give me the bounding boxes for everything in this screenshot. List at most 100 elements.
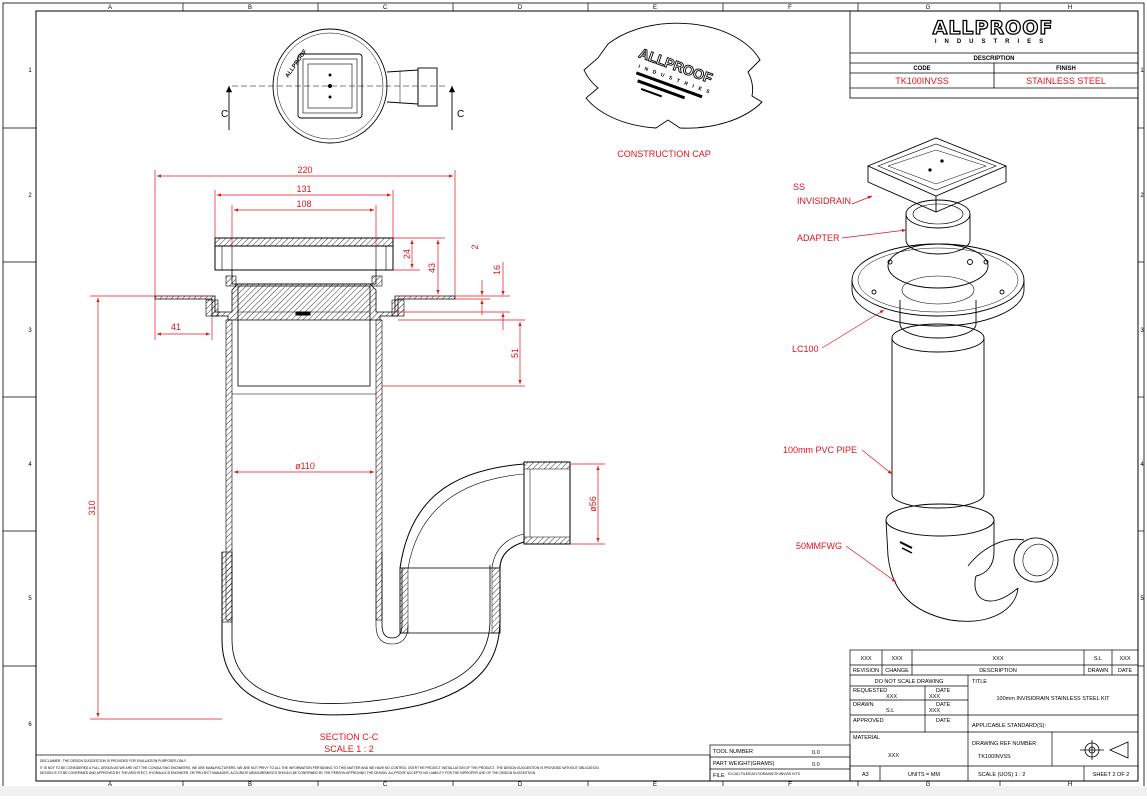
col-label: F — [788, 782, 792, 788]
col-label: A — [108, 5, 112, 11]
callout-ss: SS — [793, 182, 805, 192]
adapter-ring — [905, 199, 971, 255]
dim-108: 108 — [296, 199, 311, 209]
part-weight-label: PART WEIGHT(GRAMS) — [713, 761, 775, 767]
drawn-value: S.L — [1094, 656, 1102, 662]
do-not-scale: DO NOT SCALE DRAWING — [875, 679, 944, 685]
part-weight-value: 0.0 — [812, 762, 820, 768]
row-label: 3 — [1140, 328, 1144, 334]
col-label: C — [383, 5, 388, 11]
approved-date-label: DATE — [936, 718, 951, 724]
finish-value: STAINLESS STEEL — [1026, 76, 1106, 86]
row-label: 2 — [1140, 193, 1144, 199]
dim-110: ø110 — [295, 461, 315, 471]
description-header: DESCRIPTION — [979, 668, 1017, 674]
material-value: XXX — [888, 753, 899, 759]
fwg-trap — [885, 503, 1059, 622]
section-scale: SCALE 1 : 2 — [324, 744, 374, 754]
section-view — [154, 237, 571, 716]
title-block-top — [849, 10, 1139, 99]
rev-value: XXX — [860, 656, 871, 662]
construction-cap-label: CONSTRUCTION CAP — [617, 149, 711, 159]
disclaimer: DISCLAIMER : THE DESIGN SUGGESTION IS PR… — [40, 759, 599, 775]
footer-strip — [0, 786, 1147, 796]
title-label: TITLE — [972, 679, 987, 685]
scale: SCALE (UOS) 1 : 2 — [978, 772, 1025, 778]
dim-56: ø56 — [588, 496, 598, 512]
tool-number-label: TOOL NUMBER — [713, 749, 753, 755]
drawn-value-main: S.L — [886, 708, 894, 714]
file-label: FILE — [713, 773, 725, 779]
requested-date: XXX — [929, 694, 940, 700]
dim-43: 43 — [427, 263, 437, 273]
row-label: 5 — [1140, 596, 1144, 602]
callout-leaders — [821, 195, 907, 583]
drawing-ref-value: TK100INVSS — [978, 754, 1011, 760]
dim-24: 24 — [402, 249, 412, 259]
description-label: DESCRIPTION — [973, 56, 1014, 62]
requested-value: XXX — [886, 694, 897, 700]
row-label: 4 — [28, 462, 32, 468]
drawn-label: DRAWN — [853, 702, 874, 708]
col-label: G — [926, 5, 931, 11]
units: UNITS = MM — [908, 772, 940, 778]
change-value: XXX — [891, 656, 902, 662]
date-header: DATE — [1118, 668, 1133, 674]
tool-number-value: 0.0 — [812, 750, 820, 756]
finish-label: FINISH — [1056, 66, 1076, 72]
callout-labels: SS INVISIDRAIN ADAPTER LC100 100mm PVC P… — [783, 182, 857, 551]
col-label: B — [248, 5, 252, 11]
material-label: MATERIAL — [853, 735, 880, 741]
drawn-date: XXX — [929, 708, 940, 714]
callout-fwg: 50MMFWG — [796, 541, 842, 551]
col-label: H — [1068, 782, 1072, 788]
projection-symbol-icon — [1080, 740, 1129, 760]
file-value: S:\CAD FILES\2017\DRAINS\TK\INV\SS KITS — [728, 772, 801, 776]
grid-labels: A B C D E F G H A B C D E F G H 1 2 3 4 … — [28, 5, 1144, 788]
dim-131: 131 — [296, 184, 311, 194]
title-block-text: XXX XXX XXX S.L XXX REVISION CHANGE DESC… — [713, 656, 1132, 779]
drawing-ref-label: DRAWING REF NUMBER — [972, 741, 1036, 747]
col-label: D — [518, 782, 523, 788]
col-label: C — [383, 782, 388, 788]
invisidrain-grate — [866, 137, 1008, 213]
dimension-labels: 220 131 108 24 43 2 16 51 41 310 ø110 ø5… — [87, 165, 598, 516]
callout-pipe: 100mm PVC PIPE — [783, 445, 857, 455]
sheet-border — [2, 2, 1145, 788]
exploded-assembly — [851, 137, 1059, 622]
dim-41: 41 — [171, 322, 181, 332]
change-header: CHANGE — [885, 668, 909, 674]
title-block-bottom — [35, 649, 1139, 782]
section-marker-left: C — [221, 109, 228, 120]
col-label: A — [108, 782, 112, 788]
title-value: 100mm INVISIDRAIN STAINLESS STEEL KIT — [996, 696, 1110, 702]
col-label: F — [788, 5, 792, 11]
row-label: 1 — [1140, 68, 1144, 74]
sheet-size: A3 — [862, 772, 869, 778]
callout-lc100: LC100 — [792, 344, 819, 354]
row-label: 6 — [28, 722, 32, 728]
col-label: D — [518, 5, 523, 11]
col-label: H — [1068, 5, 1072, 11]
section-dimensions — [90, 170, 605, 720]
construction-cap: ALLPROOF INDUSTRIES — [583, 22, 763, 129]
disclaimer-line-2: IT IS NOT TO BE CONSIDERED A FULL DESIGN… — [40, 766, 599, 770]
title-block-top-text: DESCRIPTION CODE FINISH TK100INVSS STAIN… — [895, 56, 1106, 86]
col-label: G — [926, 782, 931, 788]
allproof-logo: ALLPROOF INDUSTRIES — [920, 18, 1066, 46]
disclaimer-line-1: DISCLAIMER : THE DESIGN SUGGESTION IS PR… — [40, 759, 187, 763]
dim-16: 16 — [492, 265, 502, 275]
col-label: E — [653, 5, 657, 11]
row-label: 2 — [28, 193, 32, 199]
dim-310: 310 — [87, 500, 97, 515]
dim-2: 2 — [470, 244, 480, 249]
callout-adapter: ADAPTER — [797, 233, 840, 243]
col-label: E — [653, 782, 657, 788]
row-label: 4 — [1140, 462, 1144, 468]
row-label: 1 — [28, 68, 32, 74]
approved-label: APPROVED — [853, 718, 884, 724]
disclaimer-line-3: DESIGN IS TO BE CONFIRMED AND APPROVED B… — [40, 771, 536, 775]
callout-invisidrain: INVISIDRAIN — [797, 196, 851, 206]
drawn-header: DRAWN — [1088, 668, 1109, 674]
